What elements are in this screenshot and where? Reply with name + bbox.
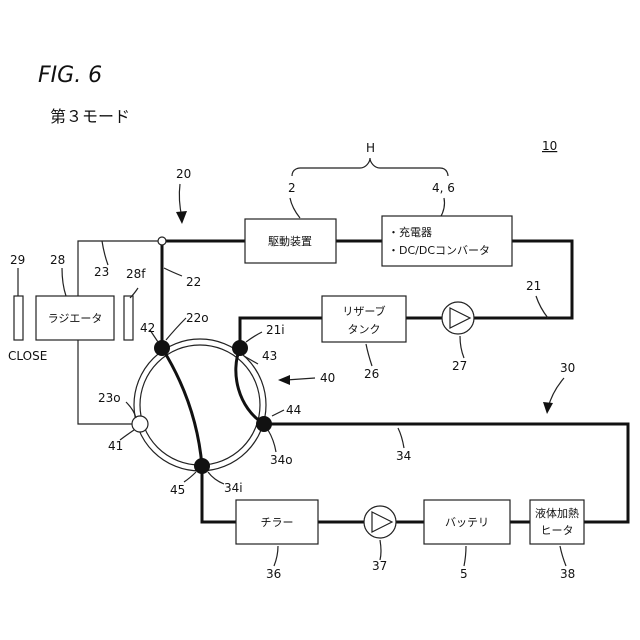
leader-22 bbox=[164, 268, 182, 276]
reserve-tank-label-1: リザーブ bbox=[342, 304, 385, 318]
leader-28 bbox=[62, 268, 66, 296]
group-right-ref: 4, 6 bbox=[432, 181, 455, 195]
drive-label: 駆動装置 bbox=[268, 234, 312, 248]
charger-label-2: ・DC/DCコンバータ bbox=[388, 244, 490, 257]
leader-5 bbox=[464, 546, 466, 566]
ref-23: 23 bbox=[94, 265, 109, 279]
ref-45: 45 bbox=[170, 483, 185, 497]
ref-29: 29 bbox=[10, 253, 25, 267]
ref-38: 38 bbox=[560, 567, 575, 581]
leader-34o bbox=[268, 430, 276, 452]
ref-43: 43 bbox=[262, 349, 277, 363]
port-45 bbox=[194, 458, 210, 474]
ref-42: 42 bbox=[140, 321, 155, 335]
ref-34: 34 bbox=[396, 449, 411, 463]
reference-number: 10 bbox=[542, 139, 557, 153]
leader-34 bbox=[398, 428, 404, 448]
ref-5: 5 bbox=[460, 567, 468, 581]
leader-37 bbox=[380, 540, 381, 560]
figure-title: FIG. 6 bbox=[38, 63, 102, 88]
heater-label-1: 液体加熱 bbox=[535, 506, 579, 520]
ref-28: 28 bbox=[50, 253, 65, 267]
reserve-tank-label-2: タンク bbox=[348, 323, 381, 336]
leader-45 bbox=[184, 472, 196, 482]
battery-label: バッテリ bbox=[445, 516, 489, 529]
ref-37: 37 bbox=[372, 559, 387, 573]
ref-22: 22 bbox=[186, 275, 201, 289]
arrow-20-head-icon bbox=[176, 211, 187, 224]
chiller-label: チラー bbox=[261, 516, 294, 529]
shutter-29 bbox=[14, 296, 23, 340]
radiator-label: ラジエータ bbox=[48, 312, 103, 325]
group-left-ref: 2 bbox=[288, 181, 296, 195]
port-44 bbox=[256, 416, 272, 432]
leader-28f bbox=[130, 288, 138, 298]
ref-44: 44 bbox=[286, 403, 301, 417]
ref-27: 27 bbox=[452, 359, 467, 373]
close-label: CLOSE bbox=[8, 349, 47, 363]
group-label: H bbox=[366, 141, 375, 155]
mode-label: 第３モード bbox=[50, 107, 130, 126]
ref-23o: 23o bbox=[98, 391, 121, 405]
charger-label-1: ・充電器 bbox=[388, 225, 432, 239]
ref-21i: 21i bbox=[266, 323, 285, 337]
fan-28f bbox=[124, 296, 133, 340]
valve-path-42-45 bbox=[162, 348, 202, 466]
ref-34i: 34i bbox=[224, 481, 243, 495]
ref-40: 40 bbox=[320, 371, 335, 385]
leader-27 bbox=[460, 336, 464, 358]
port-41 bbox=[132, 416, 148, 432]
ref-41: 41 bbox=[108, 439, 123, 453]
port-43 bbox=[232, 340, 248, 356]
ref-36: 36 bbox=[266, 567, 281, 581]
leader-44 bbox=[272, 410, 284, 416]
leader-46 bbox=[440, 198, 445, 218]
leader-22o bbox=[166, 318, 186, 340]
leader-36 bbox=[274, 546, 278, 566]
leader-34i bbox=[208, 472, 224, 484]
leader-2 bbox=[290, 198, 300, 218]
ref-20: 20 bbox=[176, 167, 191, 181]
leader-21 bbox=[536, 296, 548, 318]
leader-21i bbox=[246, 332, 262, 342]
leader-38 bbox=[560, 546, 566, 566]
ref-21: 21 bbox=[526, 279, 541, 293]
heater-label-2: ヒータ bbox=[541, 524, 574, 537]
leader-23 bbox=[102, 241, 108, 265]
arrow-30-head-icon bbox=[543, 402, 553, 414]
group-brace bbox=[292, 158, 448, 176]
arrow-40 bbox=[286, 378, 315, 380]
ref-28f: 28f bbox=[126, 267, 146, 281]
junction-node bbox=[158, 237, 166, 245]
port-42 bbox=[154, 340, 170, 356]
ref-22o: 22o bbox=[186, 311, 209, 325]
charger-box bbox=[382, 216, 512, 266]
ref-30: 30 bbox=[560, 361, 575, 375]
ref-26: 26 bbox=[364, 367, 379, 381]
ref-34o: 34o bbox=[270, 453, 293, 467]
arrow-40-head-icon bbox=[278, 375, 290, 385]
leader-26 bbox=[366, 344, 372, 366]
